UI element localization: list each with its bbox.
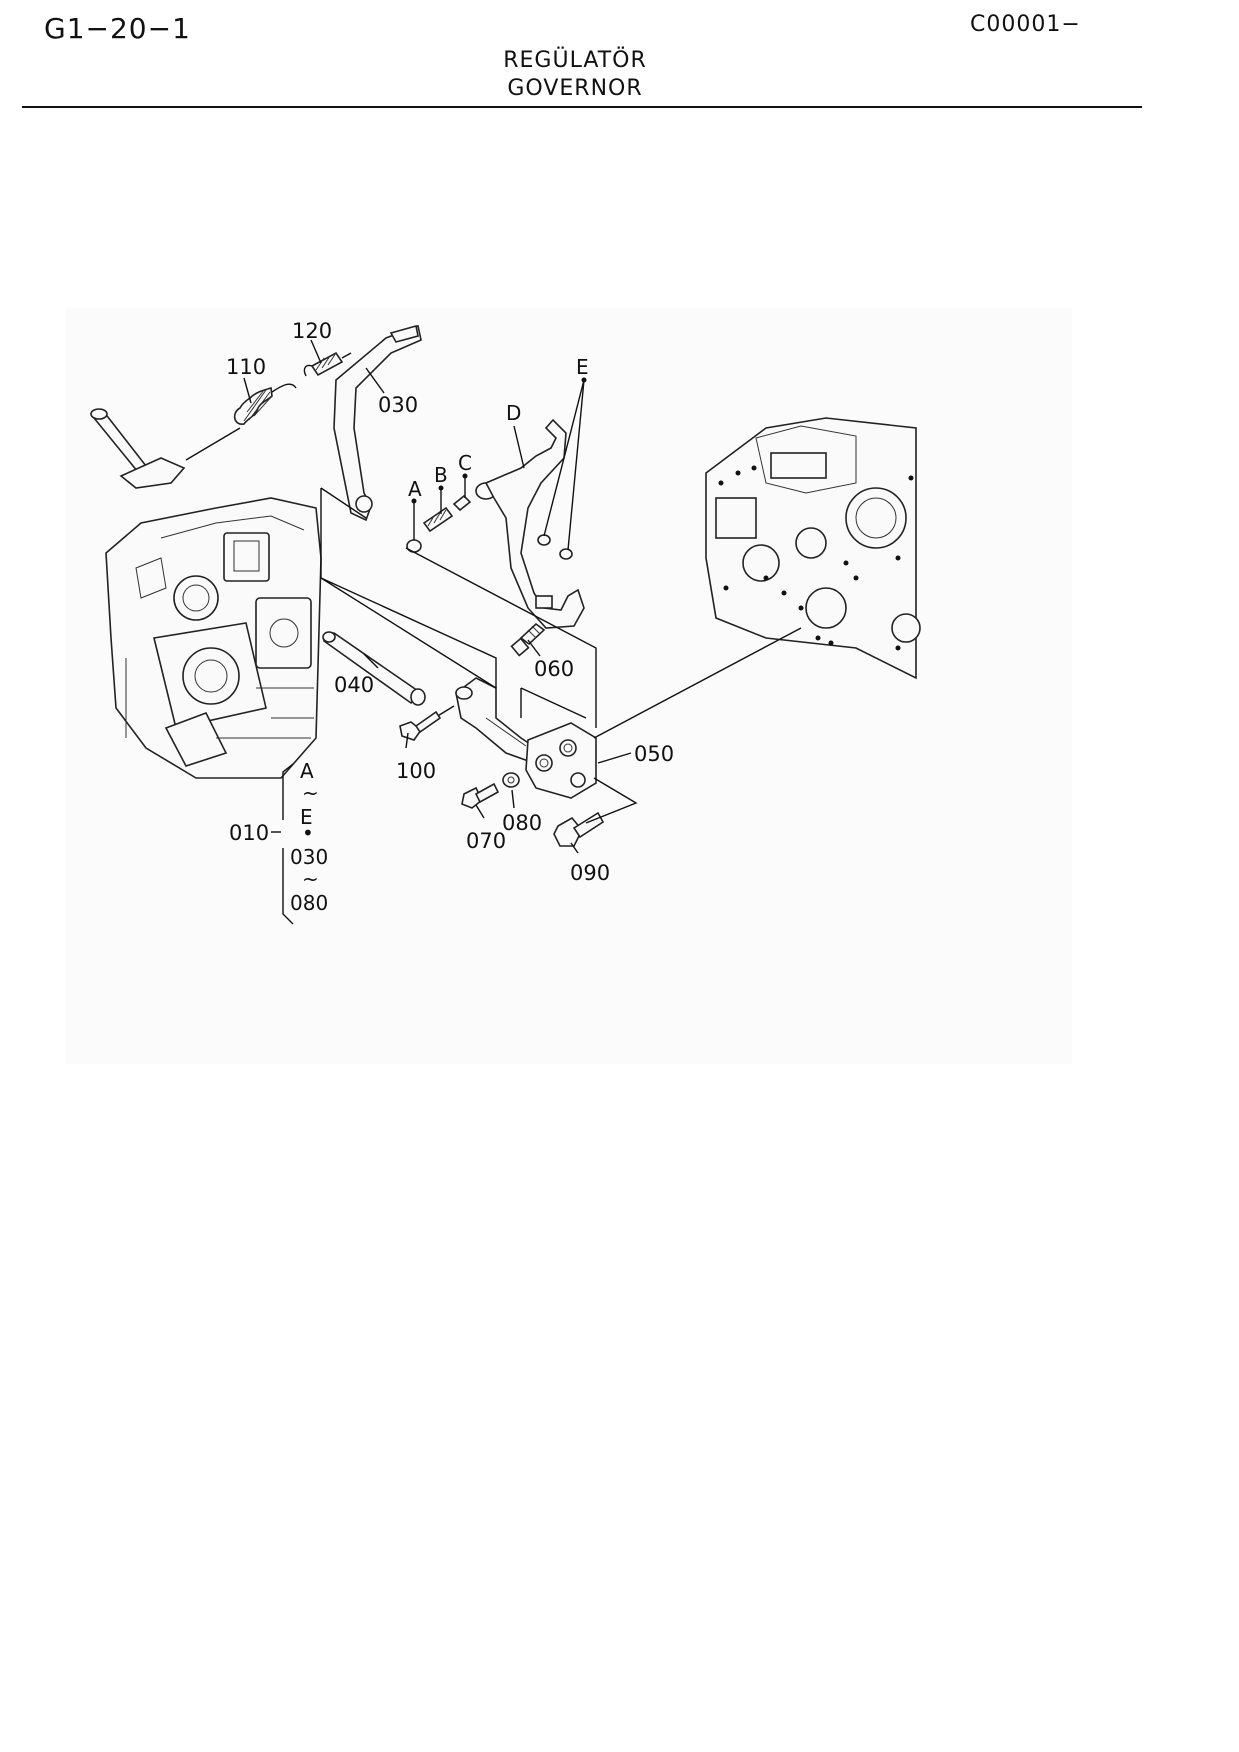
cylinder-block-drawing <box>705 417 921 680</box>
bolt-060 <box>510 622 546 657</box>
page-title-tr: REGÜLATÖR <box>503 48 647 73</box>
callout-120: 120 <box>292 319 332 343</box>
callout-030: 030 <box>378 393 418 417</box>
governor-spring-110 <box>185 383 297 461</box>
note-a: A <box>300 759 314 783</box>
callout-090: 090 <box>570 861 610 885</box>
note-e: E <box>300 805 313 829</box>
governor-fork-lever-d <box>475 418 585 629</box>
callout-010: 010 <box>229 821 269 845</box>
washer-080 <box>502 772 520 788</box>
note-dot: • <box>302 821 314 845</box>
note-to: 080 <box>290 891 328 915</box>
callout-d: D <box>506 401 521 425</box>
callout-b: B <box>434 463 448 487</box>
catalog-code: C00001− <box>970 12 1081 37</box>
page-code: G1−20−1 <box>44 12 191 45</box>
callout-c: C <box>458 451 472 475</box>
page-title-en: GOVERNOR <box>507 76 643 101</box>
callout-100: 100 <box>396 759 436 783</box>
note-tilde-2: ~ <box>302 867 319 891</box>
callout-080: 080 <box>502 811 542 835</box>
callout-110: 110 <box>226 355 266 379</box>
small-parts-abc <box>406 494 472 553</box>
callout-a: A <box>408 477 422 501</box>
bracket-050 <box>525 722 597 799</box>
bolt-070 <box>461 782 500 809</box>
speed-control-shaft <box>90 408 186 489</box>
note-tilde-1: ~ <box>302 781 319 805</box>
governor-lever-030 <box>333 324 422 522</box>
callout-070: 070 <box>466 829 506 853</box>
bolt-100 <box>399 705 455 741</box>
governor-shaft-040 <box>322 631 426 706</box>
exploded-parts-diagram: 110 120 030 040 060 050 100 080 070 090 … <box>66 308 1072 1064</box>
note-from: 030 <box>290 845 328 869</box>
governor-spring-120 <box>303 351 352 377</box>
callout-e: E <box>576 355 589 379</box>
callout-040: 040 <box>334 673 374 697</box>
callout-060: 060 <box>534 657 574 681</box>
gear-case-drawing <box>105 497 322 779</box>
header-rule <box>22 106 1142 108</box>
callout-050: 050 <box>634 742 674 766</box>
leader-lines <box>243 339 802 925</box>
